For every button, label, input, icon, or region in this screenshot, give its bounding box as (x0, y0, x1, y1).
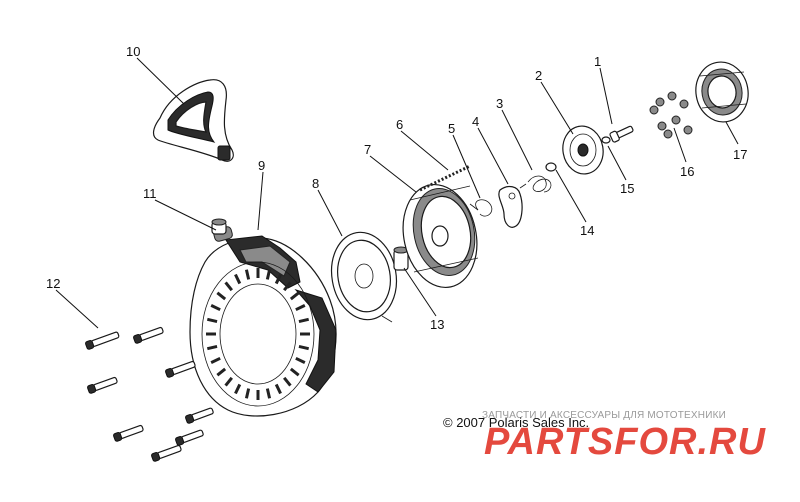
callout-16: 16 (680, 164, 694, 179)
callout-5: 5 (448, 121, 455, 136)
vent-slot (265, 269, 272, 280)
vent-slot (234, 383, 242, 395)
part-12-bolts (85, 326, 214, 462)
vent-slot (256, 390, 260, 400)
part-16-nuts (649, 91, 693, 139)
part-2-cam-plate (562, 125, 604, 175)
watermark-tagline: ЗАПЧАСТИ И АКСЕССУАРЫ ДЛЯ МОТОТЕХНИКИ (482, 410, 727, 421)
callout-13: 13 (430, 317, 444, 332)
callout-10: 10 (126, 44, 140, 59)
part-13-bushing (393, 246, 409, 271)
vent-slot (216, 367, 227, 377)
vent-slot (206, 332, 216, 336)
callout-6: 6 (396, 117, 403, 132)
part-6-rope (419, 164, 471, 192)
vent-slot (274, 273, 282, 285)
part-15-washer (601, 136, 611, 144)
callout-12: 12 (46, 276, 60, 291)
vent-slot (300, 332, 310, 336)
vent-slot (244, 388, 251, 399)
vent-slot (283, 376, 292, 387)
part-14-washer (545, 162, 557, 172)
callout-labels: 1 2 3 4 5 6 7 8 9 10 11 12 13 14 15 16 1… (46, 44, 747, 332)
bolt (165, 360, 196, 378)
vent-slot (295, 304, 306, 312)
vent-slot (265, 388, 272, 399)
vent-slot (289, 291, 300, 301)
callout-11: 11 (143, 186, 157, 201)
part-9-starter-housing (189, 226, 337, 417)
part-3-spring (519, 175, 552, 193)
vent-slot (210, 304, 221, 312)
vent-slot (210, 356, 221, 364)
vent-slot (298, 344, 310, 351)
watermark-logo: PARTSFOR.RU (484, 421, 766, 463)
vent-slot (234, 273, 242, 285)
callout-9: 9 (258, 158, 265, 173)
bolt (151, 444, 182, 462)
callout-1: 1 (594, 54, 601, 69)
bolt (85, 331, 120, 350)
vent-slot (298, 317, 310, 324)
callout-4: 4 (472, 114, 479, 129)
callout-3: 3 (496, 96, 503, 111)
housing-vent-slots (206, 268, 310, 400)
part-1-bolt (609, 125, 634, 143)
callout-15: 15 (620, 181, 634, 196)
vent-slot (244, 269, 251, 280)
vent-slot (274, 383, 282, 395)
vent-slot (283, 281, 292, 292)
vent-slot (295, 356, 306, 364)
bolt (113, 424, 144, 442)
part-17-cup (695, 61, 749, 123)
part-11-plug (211, 218, 227, 235)
callout-8: 8 (312, 176, 319, 191)
bolt (185, 407, 214, 424)
vent-slot (206, 344, 218, 351)
callout-2: 2 (535, 68, 542, 83)
vent-slot (289, 367, 300, 377)
bolt (87, 376, 118, 394)
leader-lines (55, 57, 739, 329)
vent-slot (224, 281, 233, 292)
vent-slot (224, 376, 233, 387)
part-10-starter-handle (152, 79, 234, 162)
callout-7: 7 (364, 142, 371, 157)
callout-14: 14 (580, 223, 594, 238)
copyright-text: © 2007 Polaris Sales Inc. (443, 415, 590, 430)
part-7-pulley (402, 183, 479, 289)
vent-slot (256, 268, 260, 278)
part-4-pawl (498, 185, 523, 228)
bolt (175, 429, 204, 446)
part-5-spring-clip (469, 199, 493, 217)
part-8-friction-plate (330, 231, 398, 323)
vent-slot (206, 317, 218, 324)
callout-17: 17 (733, 147, 747, 162)
vent-slot (216, 291, 227, 301)
bolt (133, 326, 164, 344)
